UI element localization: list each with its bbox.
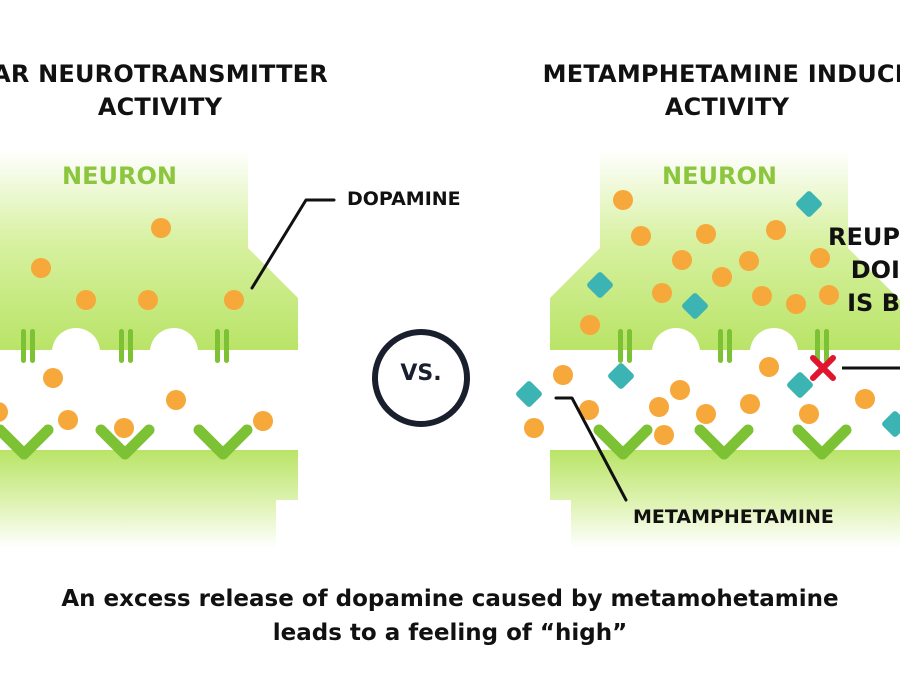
metamphetamine-label: METAMPHETAMINE [633,506,834,528]
blocked-line3: IS B [847,289,900,317]
blocked-x-icon [810,355,836,381]
vs-label: VS. [400,361,442,386]
vs-badge [372,329,470,427]
left-title: AR NEUROTRANSMITTER ACTIVITY [0,58,440,124]
reuptake-blocked-label: REUP DOI IS B [828,221,900,320]
left-title-line2: ACTIVITY [97,93,223,121]
left-title-line1: AR NEUROTRANSMITTER [0,60,328,88]
right-title: METAMPHETAMINE INDUCE ACTIVITY [497,58,900,124]
right-postsynaptic-neuron [550,450,900,548]
neuron-label-right: NEURON [662,162,777,190]
blocked-line2: DOI [850,256,900,284]
caption-line1: An excess release of dopamine caused by … [61,586,839,612]
blocked-line1: REUP [828,223,900,251]
left-postsynaptic-neuron [0,450,298,548]
right-title-line1: METAMPHETAMINE INDUCE [542,60,900,88]
neuron-label-left: NEURON [62,162,177,190]
right-title-line2: ACTIVITY [664,93,790,121]
dopamine-pointer-line [250,198,336,290]
metamphetamine-pointer-line [554,396,628,502]
caption-line2: leads to a feeling of “high” [272,620,628,646]
left-presynaptic-neuron [0,150,298,376]
dopamine-label: DOPAMINE [347,188,461,210]
caption: An excess release of dopamine caused by … [0,582,900,650]
